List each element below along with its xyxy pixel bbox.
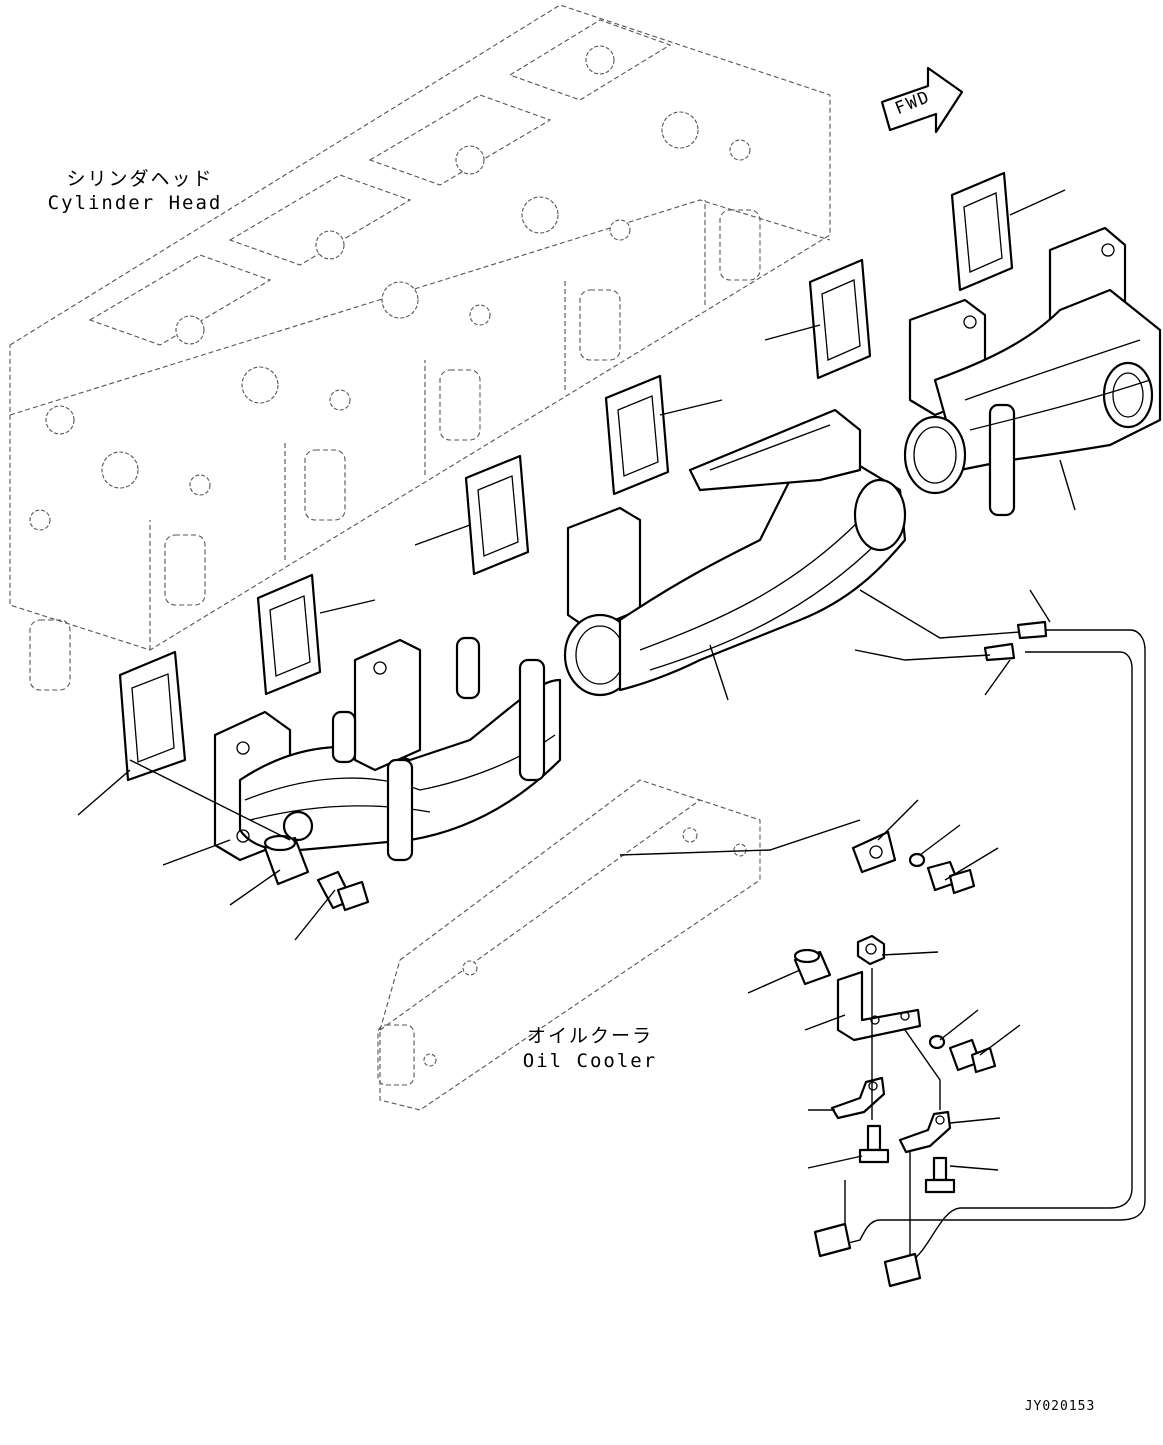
gasket-3: [464, 454, 530, 576]
clamp-1: [830, 1076, 886, 1120]
clamp-2: [898, 1110, 952, 1154]
spacer-2: [793, 948, 832, 986]
cylinder-head-label-jp: シリンダヘッド: [66, 168, 214, 190]
temperature-sensor-harness: [813, 620, 1146, 1288]
oil-cooler-label-en: Oil Cooler: [522, 1050, 658, 1072]
gasket-4: [604, 374, 670, 496]
bolt-5: [924, 1156, 956, 1194]
gasket-5: [808, 258, 872, 380]
fwd-direction-arrow: [880, 66, 964, 134]
exhaust-manifold-middle: [563, 408, 907, 697]
bracket-small: [851, 830, 897, 874]
nut: [856, 934, 886, 966]
gasket-2: [256, 573, 322, 696]
bolt-3: [948, 1038, 997, 1074]
gasket-6: [950, 171, 1014, 292]
washer-1: [908, 852, 926, 868]
gasket-1: [118, 650, 187, 782]
cylinder-head-outline: [9, 4, 831, 691]
bolt-front: [316, 870, 370, 912]
cylinder-head-label-en: Cylinder Head: [47, 192, 223, 214]
bracket-l: [836, 970, 922, 1042]
exhaust-manifold-rear: [903, 226, 1162, 517]
bolt-4: [858, 1124, 890, 1164]
drawing-number: JY020153: [1024, 1399, 1096, 1414]
leader-lines: [77, 189, 1076, 1255]
oil-cooler-label-jp: オイルクーラ: [526, 1025, 653, 1047]
bolt-2: [926, 860, 976, 895]
oil-cooler-outline: [377, 779, 761, 1111]
